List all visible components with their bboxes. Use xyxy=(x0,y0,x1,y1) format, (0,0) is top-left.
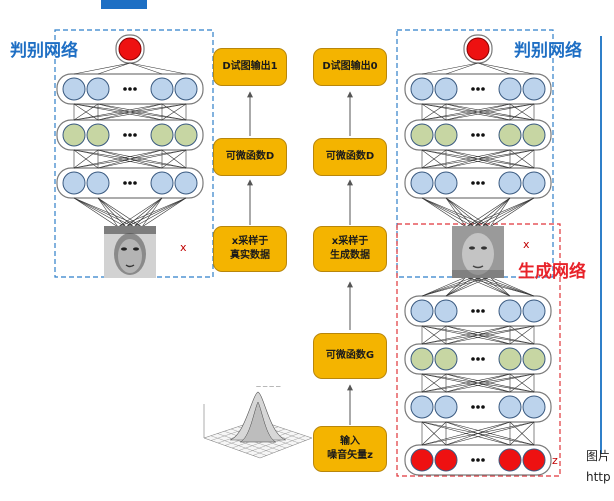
flow-diff-func-d-left: 可微函数D xyxy=(213,138,287,176)
surface-plot-icon: — — — — xyxy=(203,384,313,459)
right-disc-layer-2 xyxy=(404,119,552,151)
x-label-left: x xyxy=(180,241,187,254)
flow-d-output-0: D试图输出0 xyxy=(313,48,387,86)
flow-sample-generated: x采样于 生成数据 xyxy=(313,226,387,272)
left-disc-layer-3 xyxy=(56,167,204,199)
x-label-right: x xyxy=(523,238,530,251)
gen-noise-layer xyxy=(404,444,552,476)
right-discriminator-title: 判别网络 xyxy=(514,41,582,61)
left-disc-layer-1 xyxy=(56,73,204,105)
flow-diff-func-d-right: 可微函数D xyxy=(313,138,387,176)
z-label: z xyxy=(552,454,558,467)
face-image-generated xyxy=(452,226,504,278)
flow-noise-input: 输入 噪音矢量z xyxy=(313,426,387,472)
left-disc-output-node xyxy=(115,34,145,64)
left-discriminator-title: 判别网络 xyxy=(10,41,78,61)
right-disc-layer-3 xyxy=(404,167,552,199)
caption-line-1: 图片 xyxy=(586,449,611,463)
caption-line-2: http xyxy=(586,470,611,484)
face-image-real xyxy=(104,226,156,278)
gen-layer-2 xyxy=(404,343,552,375)
svg-text:— — — —: — — — — xyxy=(256,384,281,390)
left-disc-layer-2 xyxy=(56,119,204,151)
right-disc-output-node xyxy=(463,34,493,64)
right-disc-layer-1 xyxy=(404,73,552,105)
flow-diff-func-g: 可微函数G xyxy=(313,333,387,379)
gen-layer-1 xyxy=(404,295,552,327)
top-tab xyxy=(101,0,147,9)
flow-d-output-1: D试图输出1 xyxy=(213,48,287,86)
generator-title: 生成网络 xyxy=(518,262,586,282)
flow-sample-real: x采样于 真实数据 xyxy=(213,226,287,272)
gen-layer-3 xyxy=(404,391,552,423)
